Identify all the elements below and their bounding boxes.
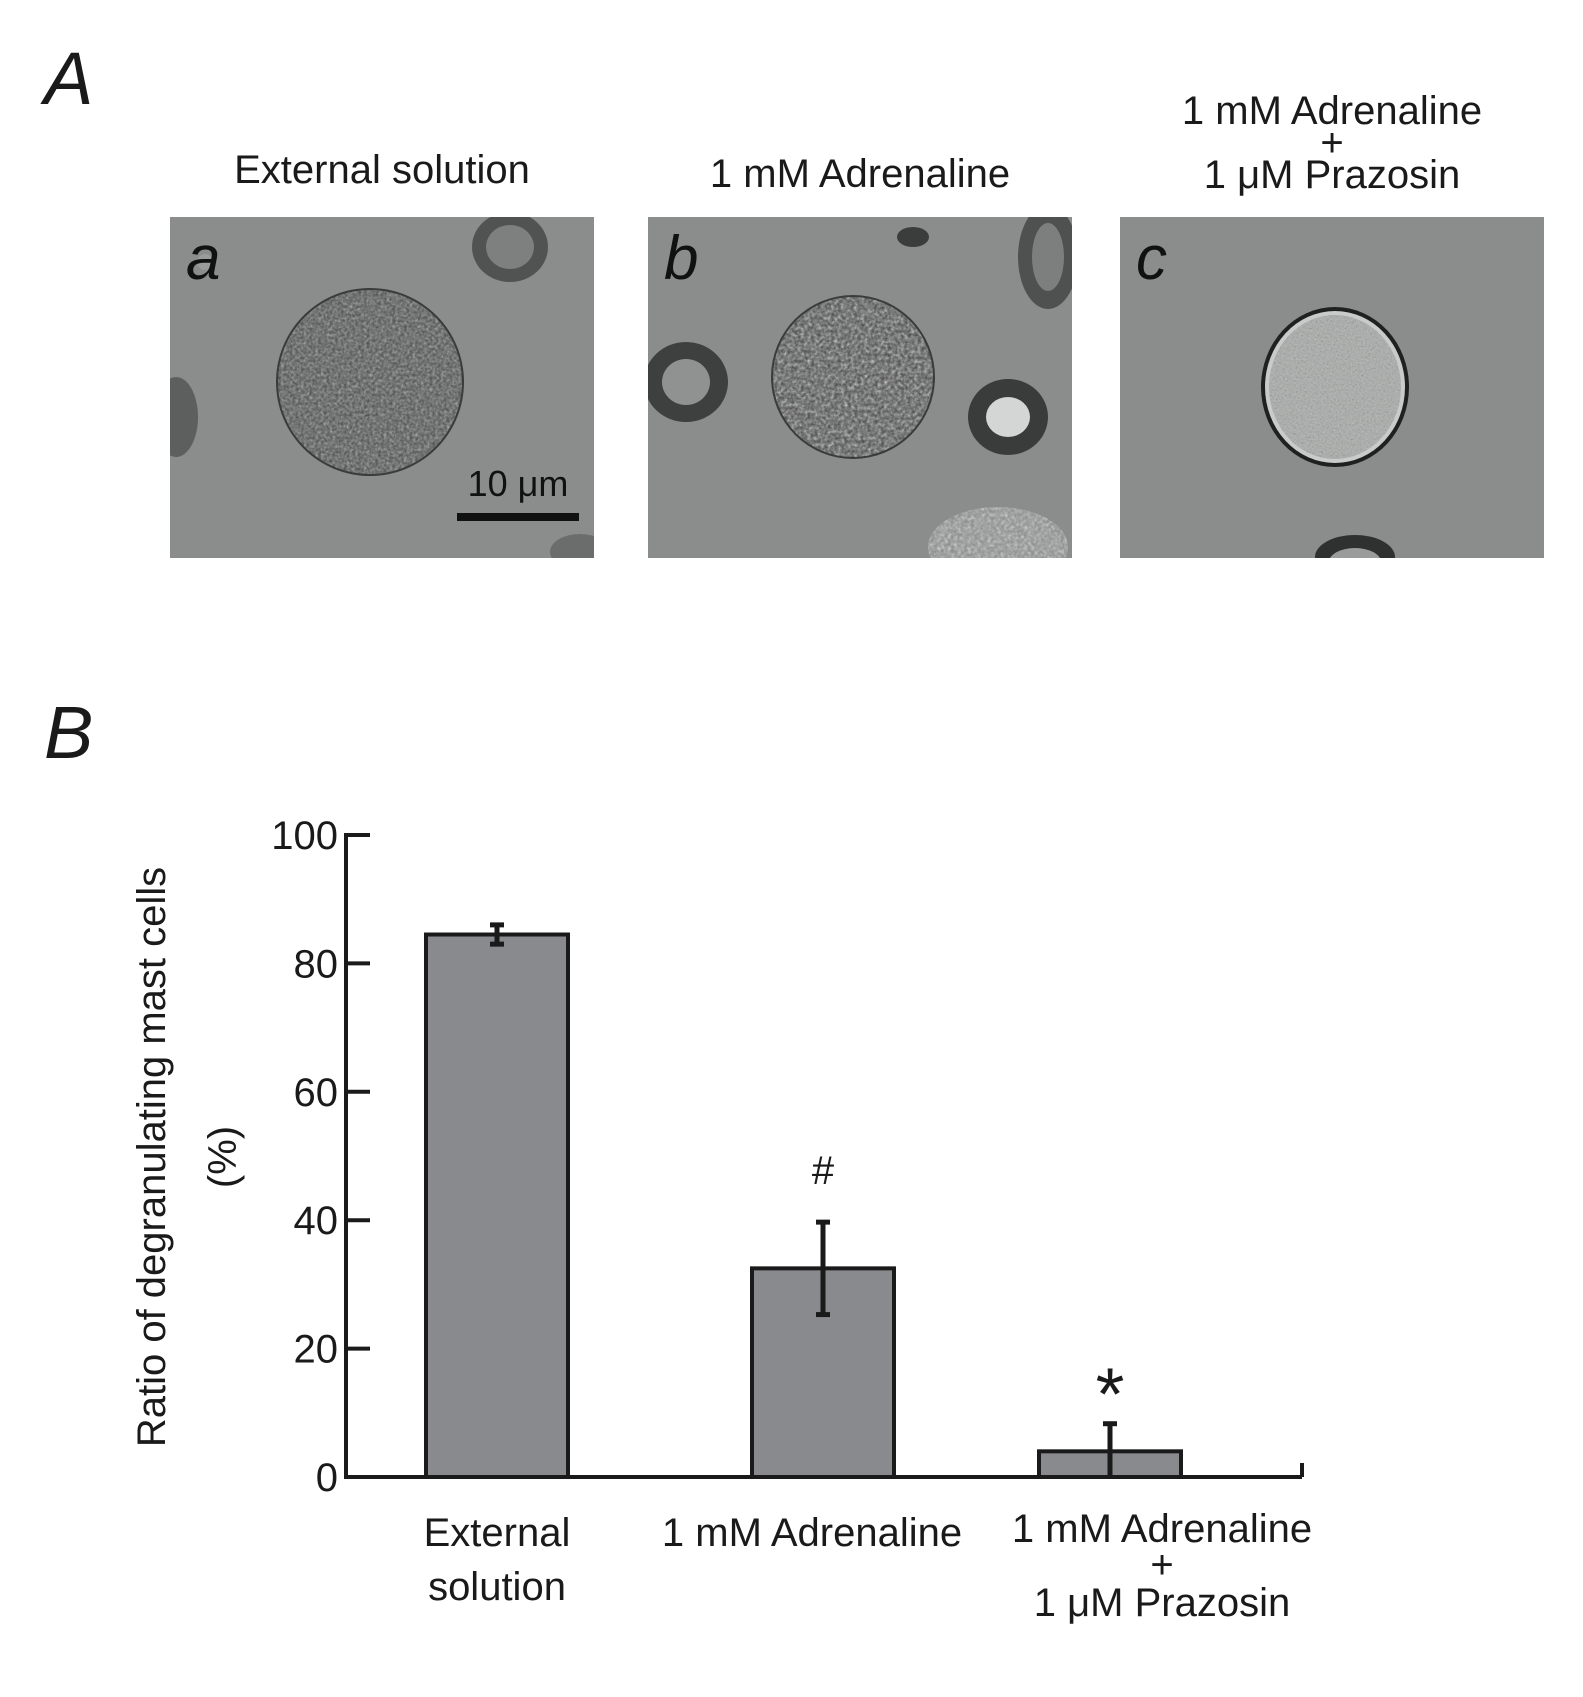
image-c-title-line-3: 1 μM Prazosin — [1203, 153, 1461, 197]
image-b-title: 1 mM Adrenaline — [648, 154, 1072, 194]
image-b-letter: b — [664, 224, 699, 293]
y-tick-label: 40 — [294, 1199, 339, 1243]
micrograph-b: b — [648, 217, 1072, 558]
scalebar — [457, 513, 579, 521]
image-c-title-line-1: 1 mM Adrenaline — [1181, 89, 1483, 133]
image-c-title: 1 mM Adrenaline + 1 μM Prazosin — [1120, 89, 1544, 197]
category-label: + — [1150, 1543, 1173, 1587]
category-label: 1 μM Prazosin — [1034, 1581, 1290, 1625]
bar-chart: 0 20 40 60 80 100 # * External solution 1 mM Adren… — [0, 780, 1583, 1692]
image-b-title-line: 1 mM Adrenaline — [709, 152, 1011, 196]
significance-mark: # — [812, 1149, 835, 1193]
micrograph-a: a 10 μm — [170, 217, 594, 558]
image-c-letter: c — [1136, 224, 1167, 293]
panel-a-letter: A — [44, 37, 94, 120]
y-tick-label: 80 — [294, 942, 339, 986]
image-a-letter: a — [186, 224, 221, 293]
y-tick-label: 20 — [294, 1328, 339, 1372]
y-axis-label: Ratio of degranulating mast cells — [130, 867, 174, 1447]
bar-chart-svg: 0 20 40 60 80 100 # * External solution 1 mM Adren… — [130, 814, 1312, 1625]
panel-b-letter: B — [44, 691, 94, 774]
y-axis-label-unit: (%) — [201, 1126, 245, 1188]
bar — [424, 932, 570, 1479]
micrograph-c: c — [1120, 217, 1544, 558]
category-label: 1 mM Adrenaline — [662, 1511, 962, 1555]
image-a-title: External solution — [170, 150, 594, 190]
y-tick-label: 60 — [294, 1071, 339, 1115]
image-c-title-line-2: + — [1320, 121, 1344, 165]
y-tick-label: 0 — [316, 1456, 338, 1500]
y-tick-label: 100 — [271, 814, 338, 858]
category-label: solution — [428, 1565, 566, 1609]
significance-mark: * — [1096, 1353, 1125, 1436]
category-label: External — [424, 1511, 571, 1555]
scalebar-label: 10 μm — [467, 463, 569, 504]
image-a-title-line: External solution — [234, 148, 530, 192]
category-label: 1 mM Adrenaline — [1012, 1507, 1312, 1551]
